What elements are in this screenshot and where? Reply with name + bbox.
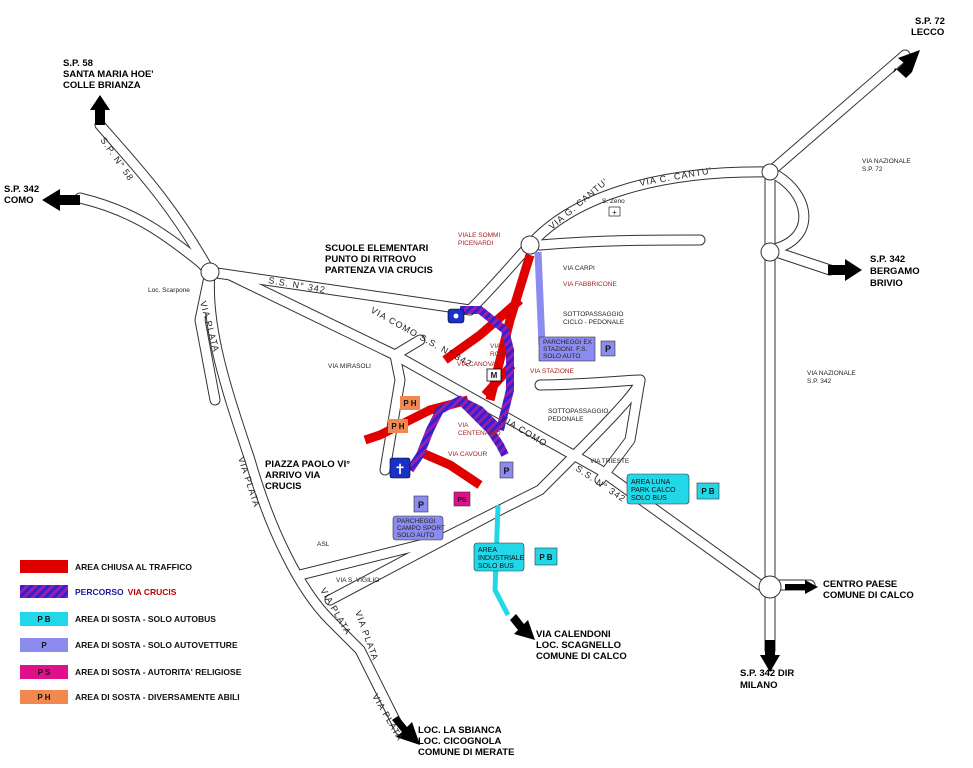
legend-swatch-disabled xyxy=(20,690,68,704)
svg-text:AREA DI SOSTA - DIVERSAMENTE A: AREA DI SOSTA - DIVERSAMENTE ABILI xyxy=(75,692,240,702)
via-fabbricone: VIA FABBRICONE xyxy=(563,281,617,288)
legend-swatch-religious xyxy=(20,665,68,679)
legend-swatch-bus xyxy=(20,612,68,626)
via-mirasoli: VIA MIRASOLI xyxy=(328,363,371,370)
roundabout-bergamo xyxy=(760,242,780,262)
asl-label: ASL xyxy=(317,541,330,548)
svg-text:+: + xyxy=(612,208,617,217)
arrow-down-right-icon-2 xyxy=(392,716,420,745)
arrow-up-right-icon xyxy=(893,50,920,78)
svg-text:P H: P H xyxy=(403,399,416,408)
svg-text:AREA CHIUSA AL TRAFFICO: AREA CHIUSA AL TRAFFICO xyxy=(75,562,192,572)
via-stazione: VIA STAZIONE xyxy=(530,368,575,375)
svg-text:P: P xyxy=(605,344,611,354)
legend-swatch-route xyxy=(20,585,68,598)
destination-arrows xyxy=(42,50,920,745)
arrow-right-small-icon xyxy=(785,580,818,594)
arrow-right-icon xyxy=(828,259,862,281)
via-trieste: VIA TRIESTE xyxy=(590,458,630,465)
svg-text:P: P xyxy=(503,466,509,476)
svg-text:P H: P H xyxy=(391,422,404,431)
arrow-down-icon xyxy=(760,640,780,672)
piazza-marker xyxy=(389,457,411,479)
legend-swatch-closed xyxy=(20,560,68,573)
svg-text:M: M xyxy=(491,371,498,380)
via-cantu-label-2: VIA C. CANTU' xyxy=(639,165,713,188)
bus-route xyxy=(492,504,511,617)
roundabout-centro xyxy=(758,575,782,599)
svg-text:P: P xyxy=(418,500,424,510)
svg-text:P B: P B xyxy=(701,487,714,496)
arrow-up-icon xyxy=(90,95,110,125)
svg-text:P H: P H xyxy=(37,693,50,702)
svg-text:AREA DI SOSTA - SOLO AUTOVETTU: AREA DI SOSTA - SOLO AUTOVETTURE xyxy=(75,640,238,650)
via-cantu-label-1: VIA G. CANTU' xyxy=(547,176,610,231)
svg-text:P B: P B xyxy=(539,553,552,562)
via-canova: VIA CANOVA xyxy=(457,361,497,368)
svg-text:AREA DI SOSTA - AUTORITA' RELI: AREA DI SOSTA - AUTORITA' RELIGIOSE xyxy=(75,667,242,677)
roundabout-north xyxy=(520,235,540,255)
arrow-down-right-icon xyxy=(510,614,535,640)
svg-text:P S: P S xyxy=(38,668,51,677)
via-cavour: VIA CAVOUR xyxy=(448,451,488,458)
arrow-left-icon xyxy=(42,189,80,211)
svg-text:PS: PS xyxy=(457,497,467,504)
s-zeno-label: S. Zeno xyxy=(602,198,625,205)
svg-text:P B: P B xyxy=(37,615,50,624)
via-carpi: VIA CARPI xyxy=(563,265,595,272)
roundabout-lecco xyxy=(761,163,779,181)
roundabout-scarpone xyxy=(200,262,220,282)
cross-icon: ✝ xyxy=(394,462,406,478)
svg-text:AREA DI SOSTA - SOLO AUTOBUS: AREA DI SOSTA - SOLO AUTOBUS xyxy=(75,614,216,624)
via-crucis-route xyxy=(406,306,514,473)
via-s-vigilio: VIA S. VIGILIO xyxy=(336,577,379,584)
legend-swatch-car xyxy=(20,638,68,652)
loc-scarpone: Loc. Scarpone xyxy=(148,287,190,294)
via-carpi-car-line xyxy=(534,251,546,346)
svg-text:P: P xyxy=(41,641,47,650)
